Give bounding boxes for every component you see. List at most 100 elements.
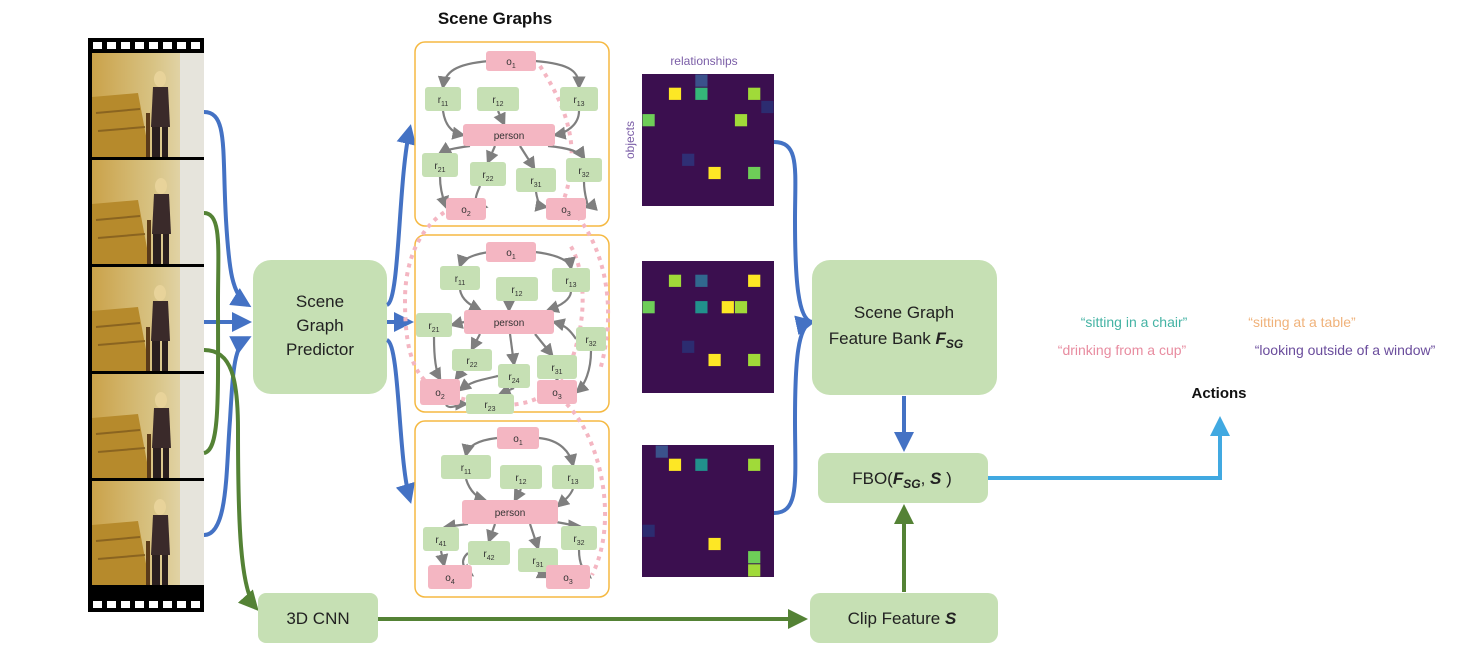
matrix-cell	[695, 74, 708, 87]
object-node-o1: o1	[486, 242, 536, 262]
relation-node-r12-label: r12	[515, 473, 526, 486]
object-node-o1-label: o1	[506, 248, 516, 261]
object-node-o2-label: o2	[461, 205, 471, 218]
edge-person-r24	[506, 333, 520, 367]
edge-o1-r13	[538, 436, 578, 468]
relationships-label: relationships	[670, 54, 737, 68]
frame-to-cnn-arrows	[203, 211, 259, 611]
relationship-matrix-3	[642, 445, 774, 577]
edge-person-r22	[470, 333, 483, 352]
predictor-line3: Predictor	[286, 340, 354, 359]
bank-line1: Scene Graph	[854, 303, 954, 322]
edge-r11-person	[464, 478, 488, 504]
sprocket-hole	[191, 42, 200, 49]
action-sitting-in-chair: “sitting in a chair”	[1081, 314, 1188, 330]
edge-person-r21	[437, 141, 471, 155]
fbo-to-actions-arrow	[988, 416, 1230, 480]
edge-o1-r11	[437, 59, 490, 90]
relation-node-r11: r11	[441, 455, 491, 479]
sprocket-hole	[191, 601, 200, 608]
sprocket-hole	[107, 42, 116, 49]
relation-node-r41-label: r41	[435, 535, 446, 548]
relationship-matrices	[642, 74, 774, 577]
action-drinking-from-cup: “drinking from a cup”	[1058, 342, 1187, 358]
relation-node-r24: r24	[498, 364, 530, 388]
matrices-to-bank-arrows	[773, 140, 816, 515]
video-frame	[92, 160, 204, 264]
cnn-label: 3D CNN	[286, 609, 349, 628]
relation-node-r31-label: r31	[551, 363, 562, 376]
sprocket-hole	[149, 601, 158, 608]
matrix-cell	[668, 274, 682, 287]
person-node-label: person	[494, 318, 525, 329]
relation-node-r21: r21	[422, 153, 458, 177]
clip-feature: Clip Feature S	[810, 593, 998, 643]
edge-r22-o2	[454, 366, 468, 382]
relation-node-r22-label: r22	[482, 170, 493, 183]
matrix-cell	[748, 166, 761, 180]
edge-person-r21	[449, 316, 465, 329]
objects-label: objects	[623, 121, 637, 159]
object-node-o3: o3	[537, 380, 577, 404]
sprocket-hole	[149, 42, 158, 49]
edge-o1-r11	[461, 436, 498, 458]
relation-node-r11: r11	[425, 87, 461, 111]
relation-node-r32-label: r32	[585, 335, 596, 348]
sprocket-hole	[93, 42, 102, 49]
relation-node-r13-label: r13	[565, 276, 576, 289]
video-frame	[92, 267, 204, 371]
matrix-cell	[642, 524, 655, 537]
relation-node-r13: r13	[560, 87, 598, 111]
scene-graph-feature-bank: Scene Graph Feature Bank FSG	[812, 260, 997, 395]
relation-node-r22: r22	[470, 162, 506, 186]
matrix-cell	[748, 551, 761, 564]
matrix-cell	[761, 100, 774, 114]
video-frames	[92, 53, 204, 585]
edge-r31-o3	[534, 191, 549, 212]
relationship-matrix-1	[642, 74, 774, 206]
relation-node-r31: r31	[537, 355, 577, 379]
predictor-to-graphs-arrows	[385, 124, 417, 504]
relation-node-r42: r42	[468, 541, 510, 565]
matrix-cell	[668, 87, 682, 100]
predictor-line1: Scene	[296, 292, 344, 311]
object-node-o3-label: o3	[561, 205, 571, 218]
edge-person-r22	[486, 145, 499, 165]
action-looking-outside-window: “looking outside of a window”	[1255, 342, 1436, 358]
edge-r32-person	[551, 318, 577, 340]
relation-node-r21-label: r21	[434, 161, 445, 174]
matrix-cell	[642, 114, 655, 127]
edge-r32-o3	[582, 181, 598, 211]
graph-edges	[435, 436, 593, 579]
relation-node-r31-label: r31	[530, 176, 541, 189]
relation-node-r11-label: r11	[438, 95, 449, 108]
edge-o1-r11	[457, 250, 490, 269]
matrix-cell	[748, 87, 761, 100]
object-node-o3: o3	[546, 198, 586, 220]
edge-r32-o3	[575, 350, 593, 394]
relation-node-r11-label: r11	[455, 274, 466, 287]
edge-r21-o2	[436, 176, 449, 210]
relation-node-r42-label: r42	[483, 549, 494, 562]
object-node-o3: o3	[546, 565, 590, 589]
matrix-cell	[708, 353, 721, 367]
frame-to-predictor-arrows	[203, 110, 252, 537]
sprocket-hole	[163, 601, 172, 608]
relation-node-r41: r41	[423, 527, 459, 551]
graph-edges	[429, 250, 593, 411]
relation-node-r22-label: r22	[466, 356, 477, 369]
video-film-strip	[88, 38, 204, 612]
relation-node-r12: r12	[496, 277, 538, 301]
edge-r11-person	[441, 110, 466, 140]
edge-o1-r13	[534, 250, 576, 271]
relation-node-r23-label: r23	[484, 400, 495, 413]
object-node-o1: o1	[486, 51, 536, 71]
relation-node-r13-label: r13	[567, 473, 578, 486]
relation-node-r32: r32	[561, 526, 597, 550]
matrix-cell	[734, 114, 748, 127]
relation-node-r13-label: r13	[573, 95, 584, 108]
